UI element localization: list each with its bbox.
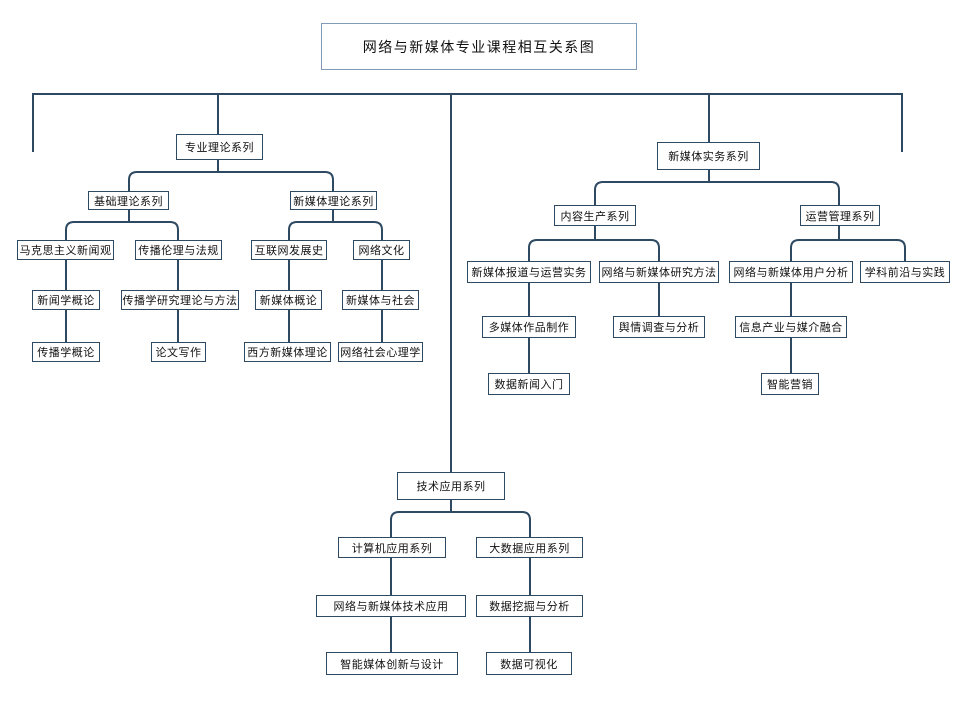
node-dashuju: 大数据应用系列 [476,537,583,558]
node-duomeiti: 多媒体作品制作 [482,316,576,338]
node-jichu-lilun: 基础理论系列 [88,191,169,210]
node-neirong: 内容生产系列 [554,205,636,226]
node-chuanboxue: 传播学概论 [32,342,100,362]
node-xinwenxue: 新闻学概论 [32,290,100,310]
diagram-title: 网络与新媒体专业课程相互关系图 [321,23,637,70]
node-xinmeiti-lilun: 新媒体理论系列 [290,191,377,210]
node-baodao: 新媒体报道与运营实务 [467,261,591,283]
node-xifang: 西方新媒体理论 [244,342,331,362]
node-jishu-yingyong: 网络与新媒体技术应用 [316,595,466,617]
node-xinxi-chanye: 信息产业与媒介融合 [735,316,847,338]
node-shiwu: 新媒体实务系列 [657,142,760,170]
node-wangluo-wenhua: 网络文化 [353,240,410,260]
node-xinmeiti-gailun: 新媒体概论 [255,290,322,310]
node-yonghu: 网络与新媒体用户分析 [729,261,853,283]
node-chuanbo-lunli: 传播伦理与法规 [135,240,222,260]
node-jishu: 技术应用系列 [397,472,505,500]
node-jisuanji: 计算机应用系列 [338,537,446,558]
node-keshihua: 数据可视化 [486,652,572,675]
node-chuanbo-yanjiu: 传播学研究理论与方法 [121,290,239,310]
node-shuju-xinwen: 数据新闻入门 [488,373,570,395]
node-hulianwang: 互联网发展史 [251,240,327,260]
node-zhineng-meiti: 智能媒体创新与设计 [326,652,458,675]
node-yunying: 运营管理系列 [800,205,880,226]
node-lunwen: 论文写作 [151,342,206,362]
node-wajue: 数据挖掘与分析 [476,595,583,617]
node-yanjiu-fangfa: 网络与新媒体研究方法 [599,261,719,283]
node-makesi: 马克思主义新闻观 [17,240,114,260]
node-xinmeiti-shehui: 新媒体与社会 [342,290,419,310]
node-zhuanye-lilun: 专业理论系列 [176,134,263,160]
node-zhineng-yingxiao: 智能营销 [761,373,819,395]
node-wangluo-xinli: 网络社会心理学 [338,342,423,362]
node-yuqing: 舆情调查与分析 [613,316,705,338]
node-qianyan: 学科前沿与实践 [860,261,950,283]
